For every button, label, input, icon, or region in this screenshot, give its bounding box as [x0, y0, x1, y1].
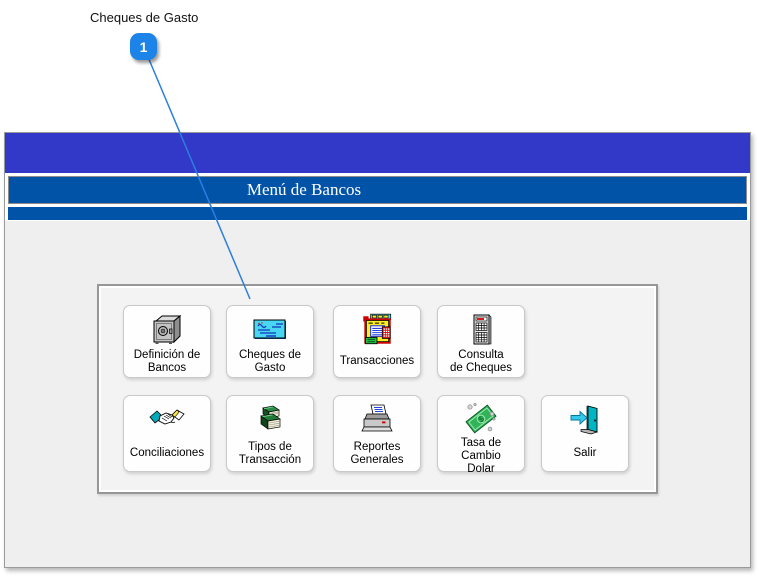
menu-button-tipos-de-transaccion[interactable]: Tipos de Transacción — [226, 395, 314, 472]
svg-text:$: $ — [477, 414, 486, 424]
safe-icon — [149, 311, 185, 348]
window-top-band — [5, 133, 750, 173]
menu-button-tasa-de-cambio-dolar[interactable]: $ Tasa de Cambio Dolar — [437, 395, 525, 475]
menu-button-cheques-de-gasto[interactable]: Cheques de Gasto — [226, 305, 314, 378]
window-sub-band — [8, 207, 747, 220]
handshake-icon — [149, 401, 185, 438]
menu-button-transacciones[interactable]: Transacciones — [333, 305, 421, 378]
menu-button-label: Consulta de Cheques — [449, 348, 513, 374]
menu-button-salir[interactable]: Salir — [541, 395, 629, 472]
menu-button-label: Tasa de Cambio Dolar — [460, 437, 502, 475]
window-title-band: Menú de Bancos — [8, 176, 747, 204]
dollar-bill-icon: $ — [463, 401, 499, 437]
window-content: Definición de Bancos Cheques de Gasto — [5, 221, 750, 567]
calculator-icon — [463, 311, 499, 348]
menu-buttons-panel: Definición de Bancos Cheques de Gasto — [97, 284, 658, 494]
menu-button-label: Cheques de Gasto — [238, 348, 302, 374]
callout-badge[interactable]: 1 — [130, 33, 157, 60]
menu-button-consulta-de-cheques[interactable]: Consulta de Cheques — [437, 305, 525, 378]
callout-label: Cheques de Gasto — [90, 10, 199, 25]
bancos-window: Menú de Bancos — [4, 132, 751, 568]
exit-door-icon — [567, 401, 603, 438]
menu-button-conciliaciones[interactable]: Conciliaciones — [123, 395, 211, 472]
menu-button-label: Tipos de Transacción — [238, 440, 302, 466]
ledger-icon — [358, 311, 396, 348]
menu-button-label: Reportes Generales — [350, 440, 404, 466]
menu-button-label: Salir — [573, 447, 597, 459]
menu-button-reportes-generales[interactable]: Reportes Generales — [333, 395, 421, 472]
printer-icon — [359, 401, 395, 438]
books-icon — [252, 401, 288, 438]
menu-button-definicion-de-bancos[interactable]: Definición de Bancos — [123, 305, 211, 378]
menu-button-label: Conciliaciones — [129, 447, 205, 459]
cheque-icon — [252, 311, 288, 348]
menu-button-label: Definición de Bancos — [133, 348, 201, 374]
menu-button-label: Transacciones — [339, 355, 415, 367]
page-title: Menú de Bancos — [246, 180, 362, 199]
